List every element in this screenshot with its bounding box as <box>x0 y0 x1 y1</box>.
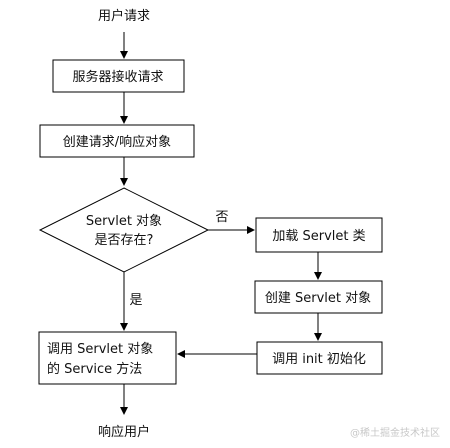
load-servlet-class-label: 加载 Servlet 类 <box>272 229 365 244</box>
load-servlet-class-box <box>255 217 383 253</box>
decision-line-1: Servlet 对象 <box>86 214 162 229</box>
init-label: 调用 init 初始化 <box>272 352 366 367</box>
init-box <box>256 341 383 375</box>
receive-request-label: 服务器接收请求 <box>72 69 163 85</box>
create-request-response-label: 创建请求/响应对象 <box>63 134 171 150</box>
receive-request-box <box>52 59 185 93</box>
start-label: 用户请求 <box>98 8 150 24</box>
yes-branch-label: 是 <box>129 293 142 308</box>
create-request-response-box <box>39 124 195 158</box>
end-label: 响应用户 <box>98 424 150 440</box>
servlet-exists-decision <box>38 187 210 273</box>
call-service-line-2: 的 Service 方法 <box>47 361 142 377</box>
call-service-line-1: 调用 Servlet 对象 <box>47 342 153 357</box>
watermark: @稀土掘金技术社区 <box>350 426 440 439</box>
decision-line-2: 是否存在? <box>95 233 154 248</box>
create-servlet-object-box <box>254 280 383 314</box>
no-branch-label: 否 <box>215 210 228 225</box>
create-servlet-object-label: 创建 Servlet 对象 <box>265 291 371 306</box>
call-service-box <box>38 331 177 385</box>
